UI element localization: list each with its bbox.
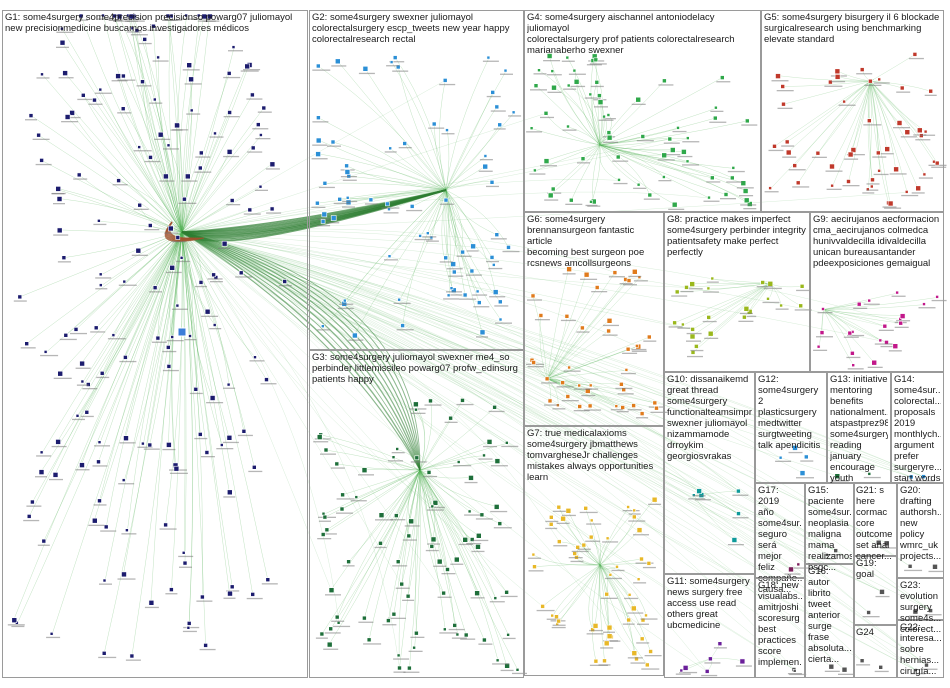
group-label-g12: G12: some4surgery 2 plasticsurgery medtw… [758,374,824,451]
group-label-g16: G16: autor librito tweet anterior surge … [808,566,852,665]
group-box-g9: G9: aecirujanos aecformacion cma_aeciruj… [810,212,944,372]
group-box-g3: G3: some4surgery juliomayol swexner me4_… [309,350,524,678]
group-box-g11: G11: some4surgery news surgery free acce… [664,574,755,678]
group-box-g21: G21: s here cormac core outcome set anal… [853,483,897,556]
group-label-g24: G24 [856,627,894,638]
group-label-g18: G18: new visualabs... amitrjoshi scoresu… [758,580,802,668]
group-label-g3: G3: some4surgery juliomayol swexner me4_… [312,352,521,385]
group-box-g7: G7: true medicalaxioms some4surgery jbma… [524,426,664,676]
group-label-g7: G7: true medicalaxioms some4surgery jbma… [527,428,661,483]
group-box-g10: G10: dissanaikemd great thread some4surg… [664,372,755,574]
group-label-g5: G5: some4surgery bisurgery il 6 blockade… [764,12,941,45]
group-label-g20: G20: drafting authorsh... new policy wmr… [900,485,941,562]
group-label-g21: G21: s here cormac core outcome set anal… [856,485,894,562]
group-label-g4: G4: some4surgery aischannel antoniodelac… [527,12,758,56]
group-box-g4: G4: some4surgery aischannel antoniodelac… [524,10,761,212]
group-box-g12: G12: some4surgery 2 plasticsurgery medtw… [755,372,827,483]
group-box-g6: G6: some4surgery brennansurgeon fantasti… [524,212,664,426]
group-label-g13: G13: initiative mentoring benefits natio… [830,374,888,484]
group-box-g20: G20: drafting authorsh... new policy wmr… [897,483,944,578]
group-box-g1: G1: some4surgery some4precision precisio… [2,10,308,678]
group-box-g17: G17: 2019 año some4sur... seguro será me… [755,483,805,578]
group-box-g16: G16: autor librito tweet anterior surge … [805,564,855,678]
group-box-g2: G2: some4surgery swexner juliomayol colo… [309,10,524,350]
group-label-g2: G2: some4surgery swexner juliomayol colo… [312,12,521,45]
group-label-g8: G8: practice makes imperfect some4surger… [667,214,807,258]
group-label-g11: G11: some4surgery news surgery free acce… [667,576,752,631]
group-box-g13: G13: initiative mentoring benefits natio… [827,372,891,483]
group-label-g15: G15: paciente some4sur... neoplasia mali… [808,485,852,573]
group-label-g23: G23: evolution surgery some4s... colorec… [900,580,941,635]
group-box-g18: G18: new visualabs... amitrjoshi scoresu… [755,578,805,678]
group-box-g15: G15: paciente some4sur... neoplasia mali… [805,483,855,564]
group-box-g5: G5: some4surgery bisurgery il 6 blockade… [761,10,944,212]
group-box-g8: G8: practice makes imperfect some4surger… [664,212,810,372]
group-label-g9: G9: aecirujanos aecformacion cma_aeciruj… [813,214,941,269]
group-label-g14: G14: some4sur... colorectal... proposals… [894,374,941,484]
group-box-g19: G19: goal [853,556,897,625]
group-box-g14: G14: some4sur... colorectal... proposals… [891,372,944,483]
group-label-g10: G10: dissanaikemd great thread some4surg… [667,374,752,462]
group-box-g23: G23: evolution surgery some4s... colorec… [897,578,944,620]
group-label-g1: G1: some4surgery some4precision precisio… [5,12,305,34]
group-label-g6: G6: some4surgery brennansurgeon fantasti… [527,214,661,269]
group-box-g24: G24 [853,625,897,678]
